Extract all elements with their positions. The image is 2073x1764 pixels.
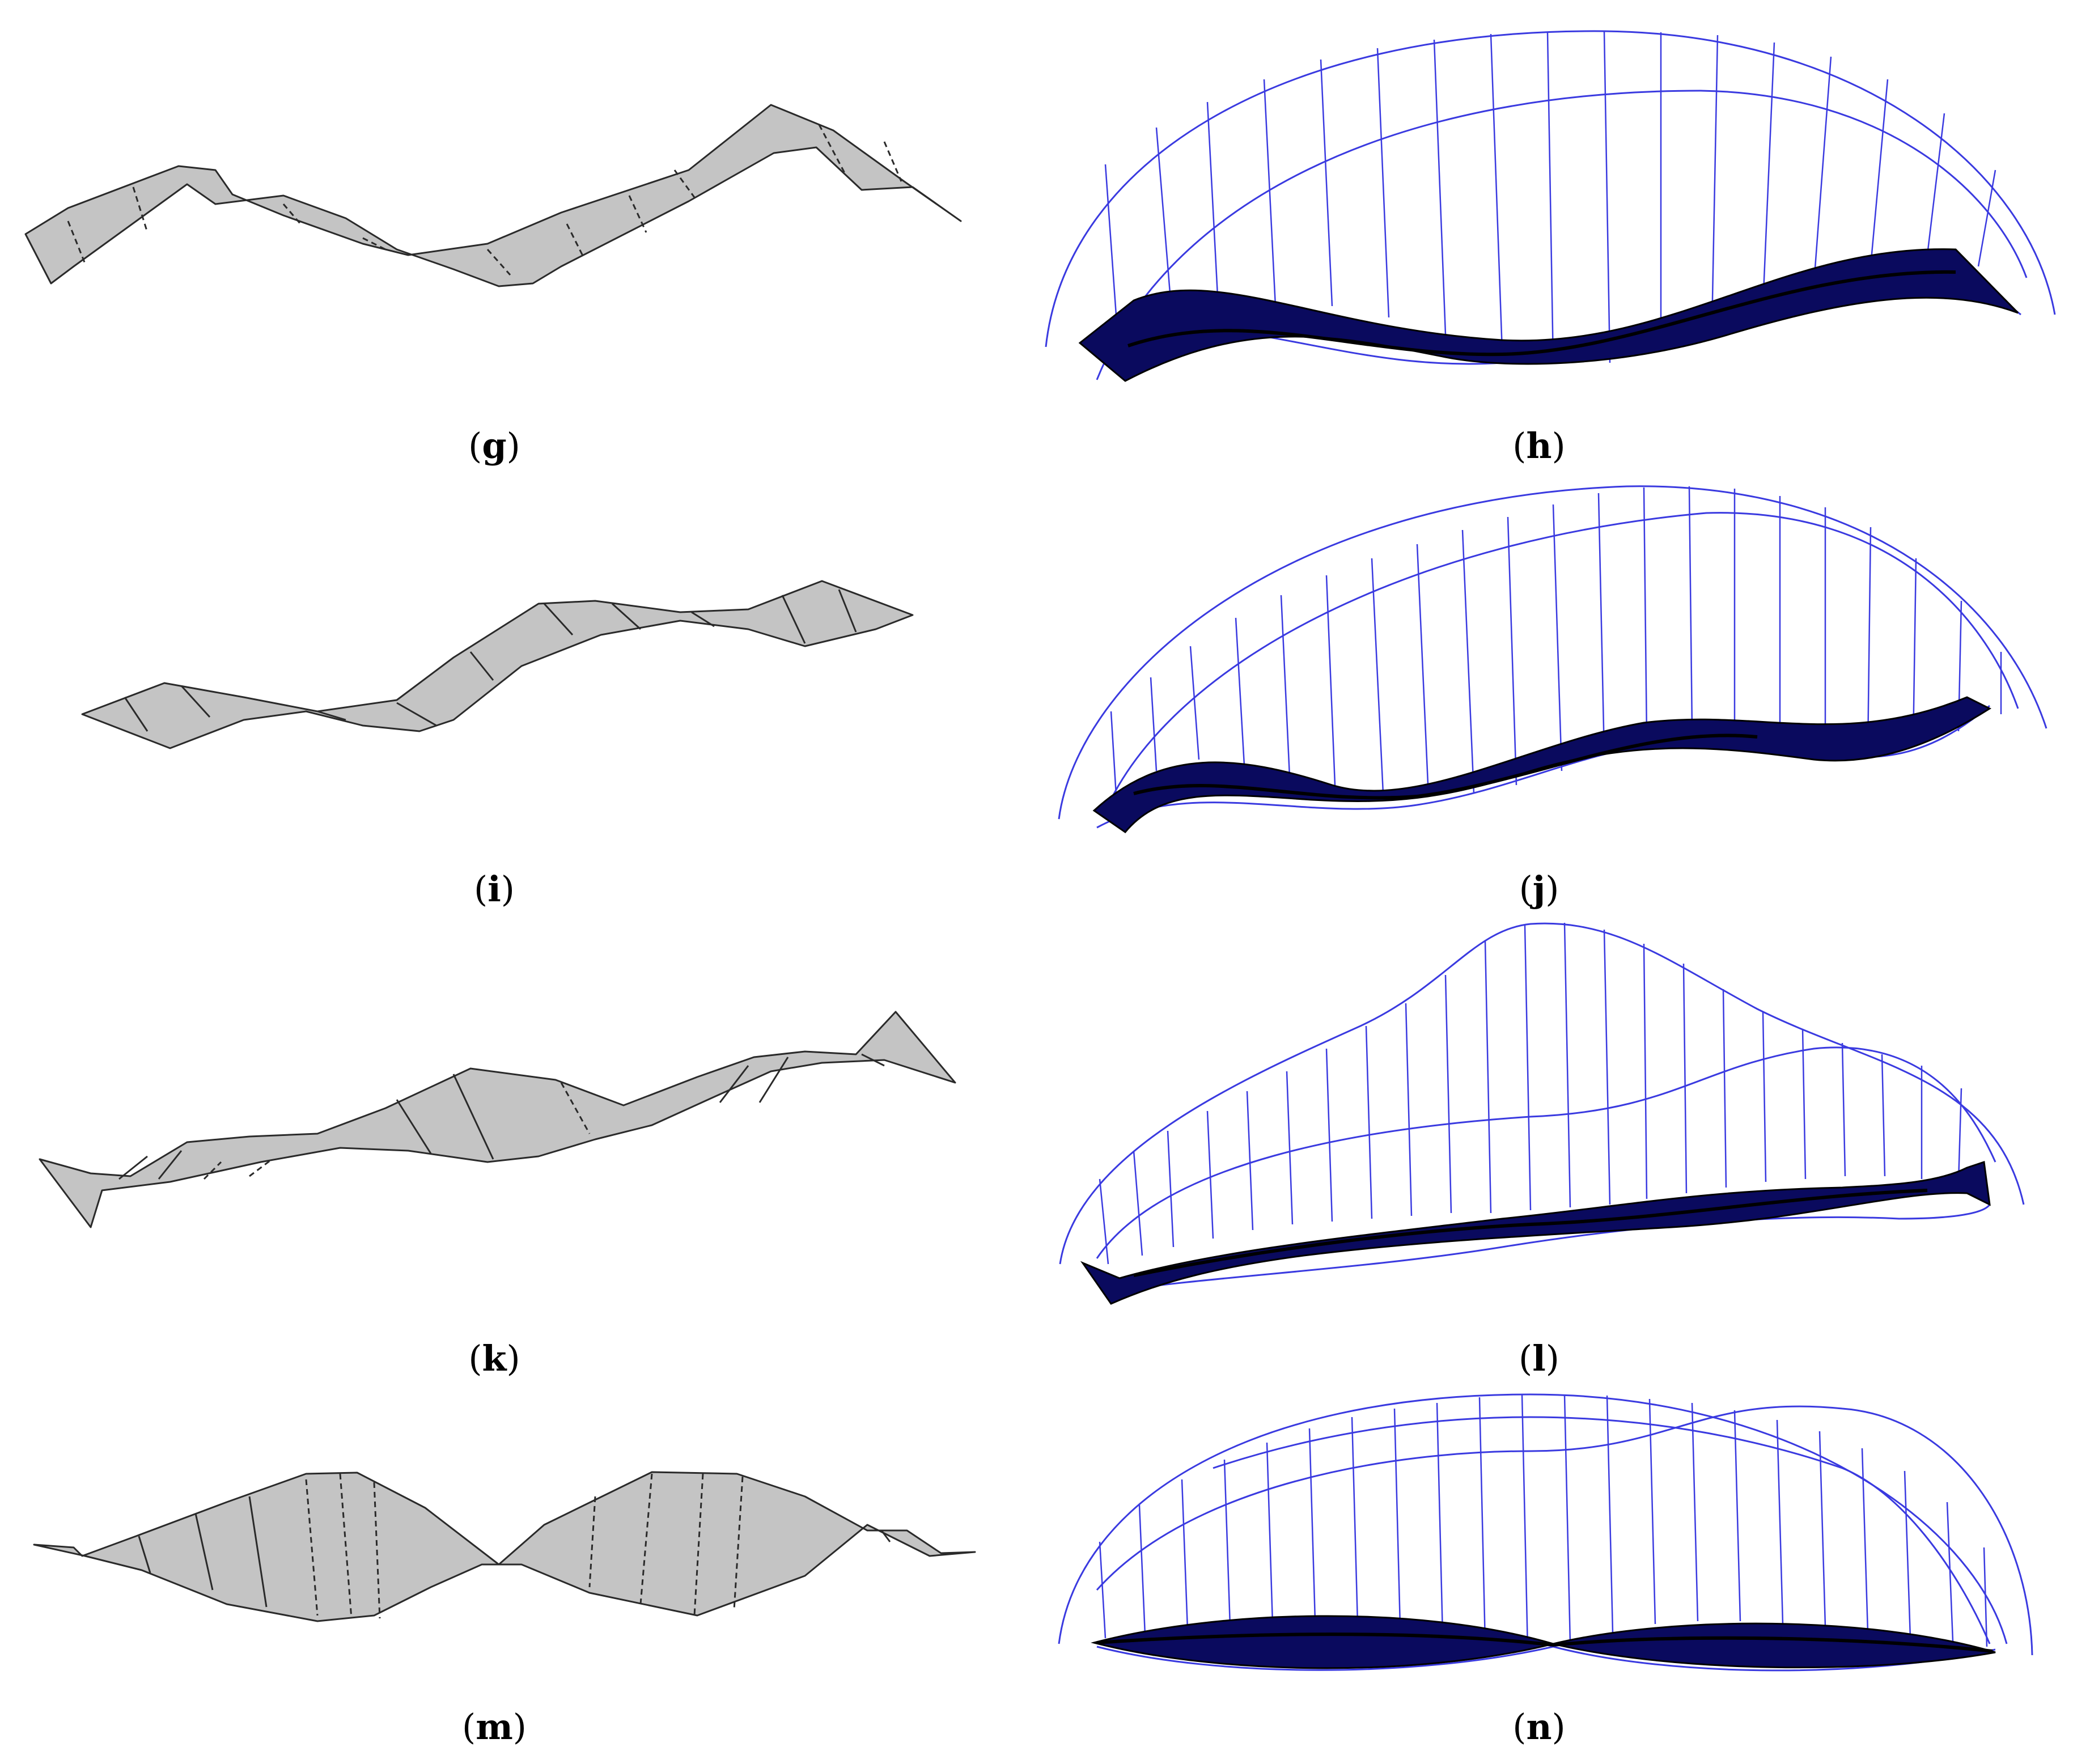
panel-m: (m) xyxy=(33,1471,976,1748)
panel-g-cross-sections xyxy=(67,124,902,275)
panel-l-arch-outer xyxy=(1059,922,2025,1265)
panel-j-caption: (j) xyxy=(1519,868,1559,910)
panel-n-deck-edge xyxy=(1096,1632,1993,1653)
panel-l-hangers xyxy=(1099,922,1962,1265)
panel-n-arch-cross xyxy=(1213,1416,1991,1644)
panel-n: (n) xyxy=(1058,1393,2033,1748)
panel-n-deck xyxy=(1091,1615,1996,1669)
panel-j-deck xyxy=(1092,696,1992,834)
panel-m-caption: (m) xyxy=(462,1706,527,1748)
panel-k-deck-a xyxy=(39,1011,956,1228)
panel-j-deck-edge xyxy=(1133,733,1758,800)
panel-l-arch-inner xyxy=(1096,1046,1996,1259)
panel-i-cross-sections xyxy=(124,589,857,732)
panel-l: (l) xyxy=(1059,922,2025,1379)
panel-j: (j) xyxy=(1058,485,2047,910)
panel-n-arch-left xyxy=(1058,1393,2008,1644)
panel-h: (h) xyxy=(1045,30,2056,467)
panel-l-deck-under xyxy=(1105,1204,1991,1294)
panel-g: (g) xyxy=(24,104,962,467)
panel-l-arches xyxy=(1059,922,2025,1265)
panel-h-deck-edge xyxy=(1127,270,1956,357)
panel-h-arches xyxy=(1045,30,2056,380)
panel-n-arches xyxy=(1058,1393,2033,1656)
panel-i-deck xyxy=(81,580,914,749)
panel-k-cross-sections xyxy=(118,1053,885,1180)
panel-n-caption: (n) xyxy=(1512,1706,1565,1748)
panel-n-hangers xyxy=(1099,1394,1988,1650)
panel-j-hangers xyxy=(1110,486,2002,805)
panel-j-arch-outer xyxy=(1058,485,2047,820)
panel-l-deck xyxy=(1080,1161,1991,1305)
panel-i: (i) xyxy=(81,580,914,910)
panel-h-arch-outer xyxy=(1045,30,2056,347)
panel-l-caption: (l) xyxy=(1519,1338,1559,1379)
panel-h-hangers xyxy=(1104,31,1996,363)
panel-g-caption: (g) xyxy=(468,425,520,467)
panel-k: (k) xyxy=(39,1011,956,1379)
panel-l-deck-edge xyxy=(1133,1189,1928,1277)
panel-n-arch-right xyxy=(1096,1405,2033,1656)
panel-h-arch-inner xyxy=(1096,90,2028,380)
panel-i-caption: (i) xyxy=(474,868,515,910)
panel-j-arch-inner xyxy=(1107,512,2019,805)
panel-k-caption: (k) xyxy=(468,1338,520,1379)
panel-h-caption: (h) xyxy=(1512,425,1565,467)
panel-j-arches xyxy=(1058,485,2047,820)
panel-m-cross-sections xyxy=(138,1473,891,1619)
